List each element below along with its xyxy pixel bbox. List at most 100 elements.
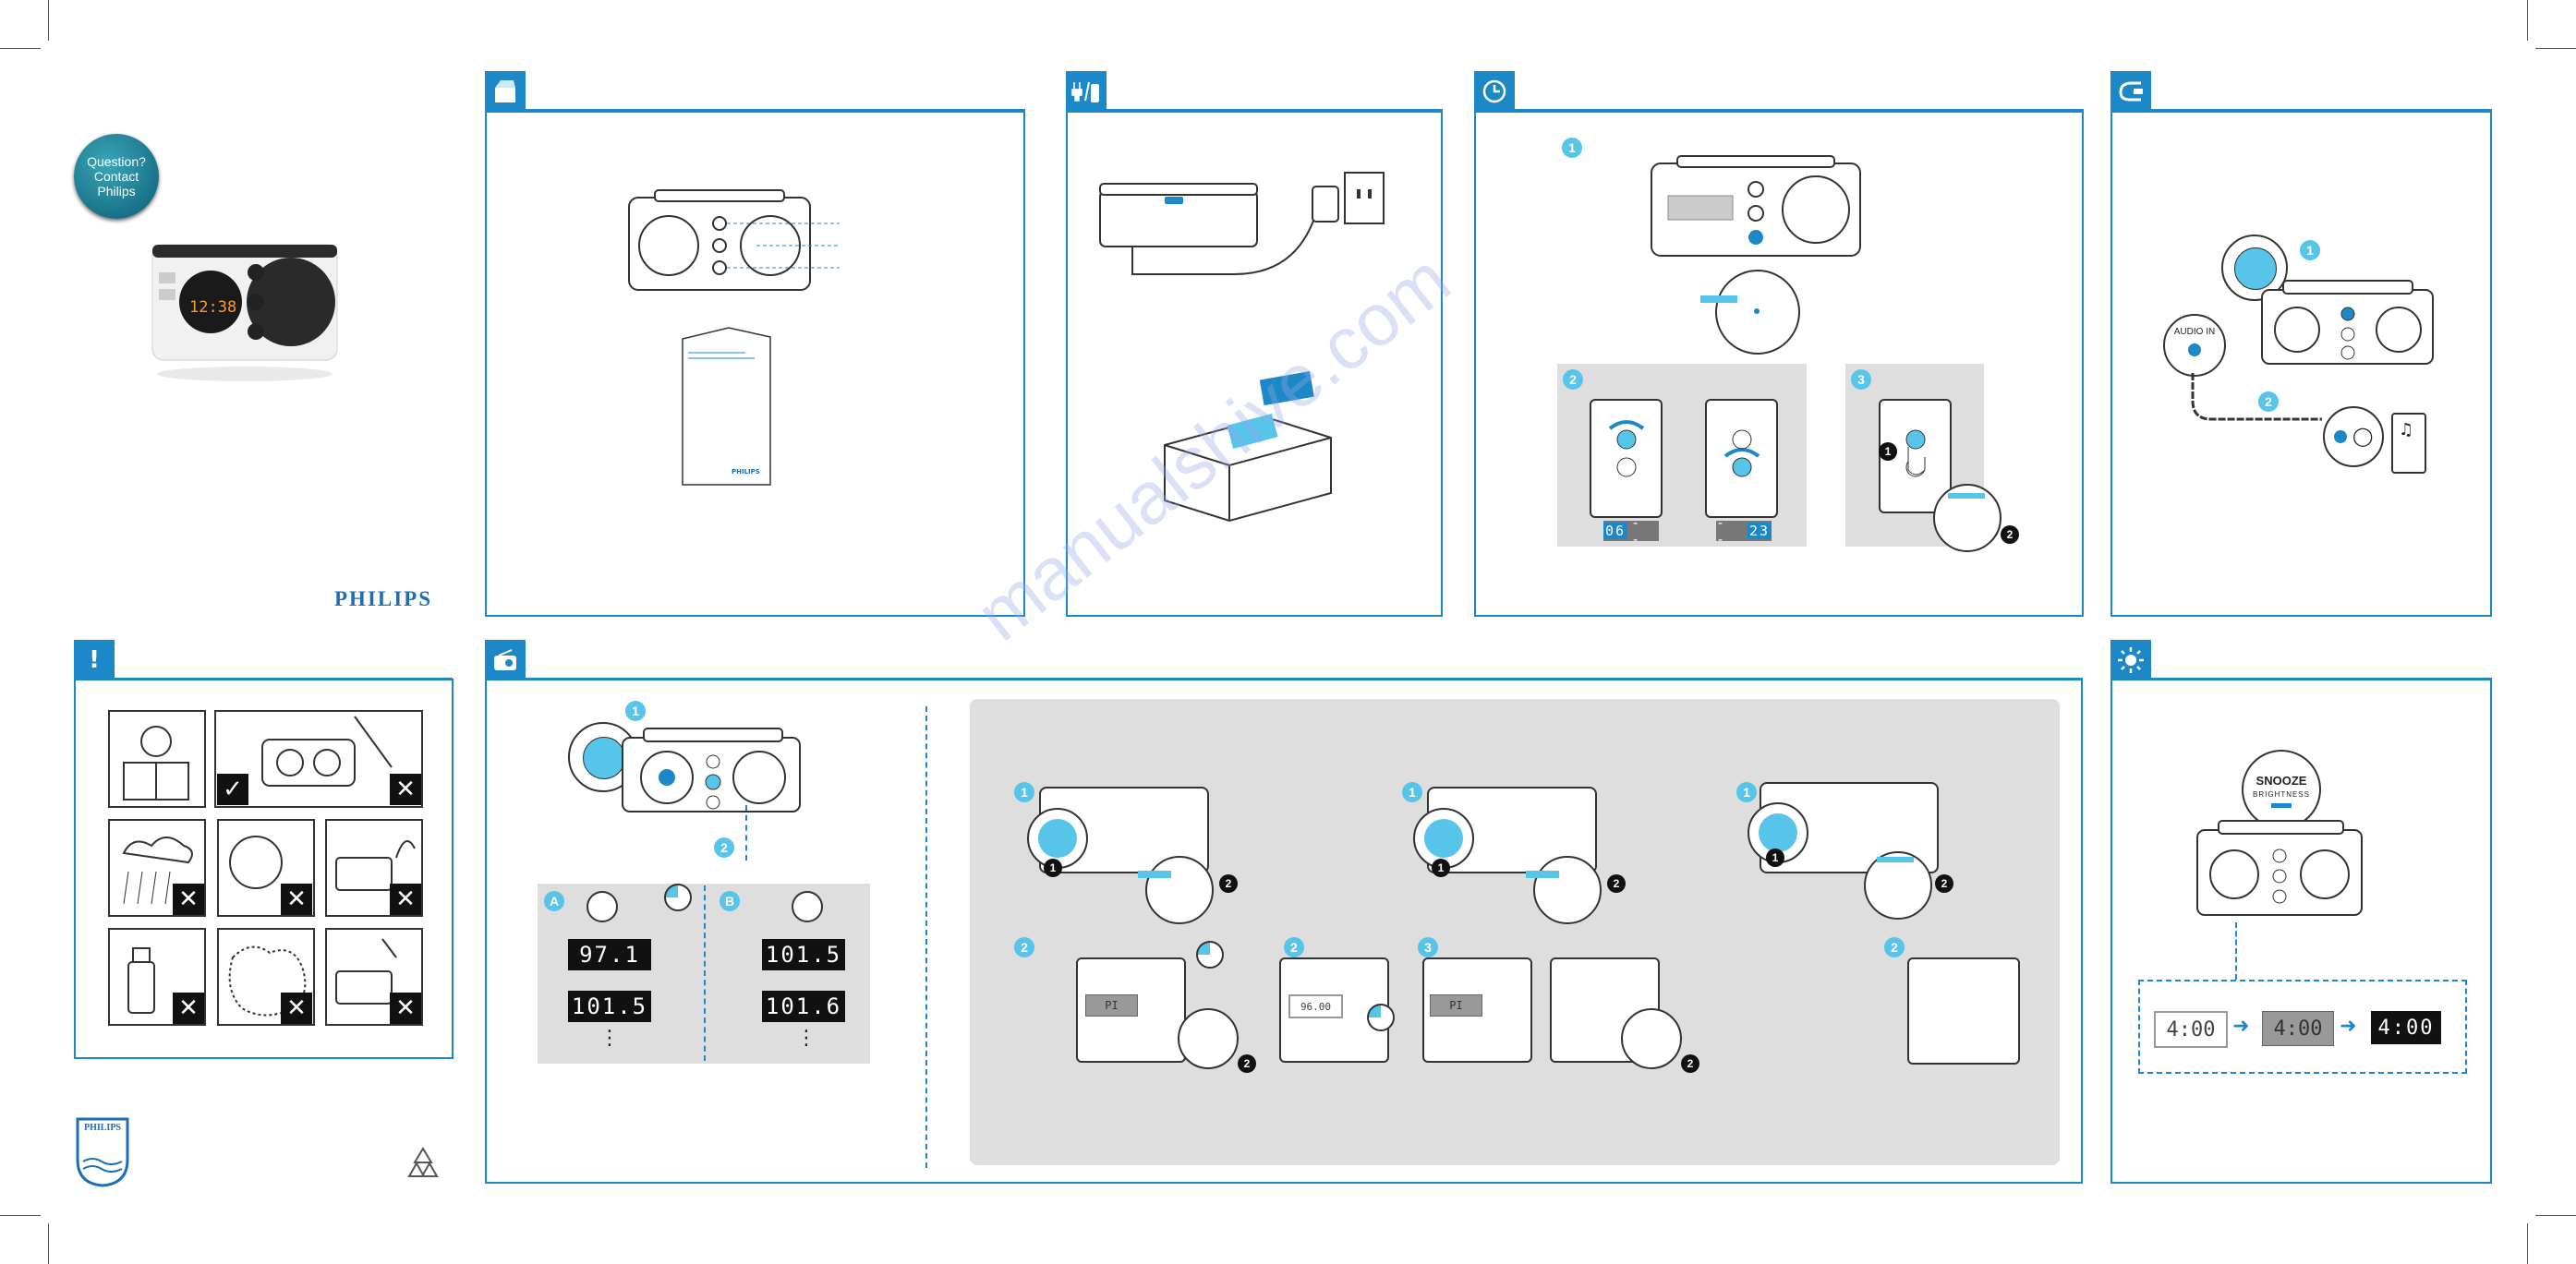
brightness-low-display: 4:00 <box>2371 1011 2441 1044</box>
press-1-badge: 1 <box>1044 859 1062 877</box>
recycle-icon <box>404 1145 442 1184</box>
box-tab-line <box>485 109 1025 112</box>
safety-panel: ✓ ✕ ✕ ✕ ✕ ✕ ✕ ✕ <box>74 679 454 1059</box>
audio-cable-drawing <box>2191 371 2422 445</box>
press-1-badge: 1 <box>1766 849 1784 867</box>
clock-radio-drawing <box>627 188 840 299</box>
step-3-badge: 3 <box>1418 937 1438 957</box>
freq-display-b2: 101.6 <box>762 991 845 1022</box>
preset-area: 1 1 2 2 PI 2 1 1 2 2 96.00 3 PI 2 1 1 2 <box>970 699 2060 1165</box>
brightness-label: BRIGHTNESS <box>2252 790 2310 799</box>
radio-tab-icon <box>485 640 526 680</box>
shield-text: PHILIPS <box>83 1123 121 1133</box>
battery-install-drawing <box>1155 371 1340 556</box>
read-manual-image <box>108 710 206 808</box>
option-b-badge: B <box>720 891 740 911</box>
cross-icon: ✕ <box>173 884 204 915</box>
minute-dashes: - - <box>1716 514 1727 548</box>
knob-zoom-circle <box>1933 484 2002 552</box>
music-note-icon: ♫ <box>2399 420 2414 439</box>
philips-wordmark: PHILIPS <box>334 587 433 610</box>
pi-display: PI <box>1430 994 1482 1017</box>
crop-mark <box>0 48 41 49</box>
freq-display-96: 96.00 <box>1288 994 1343 1018</box>
minute-display: - - 23 <box>1716 514 1772 548</box>
clock-radio-drawing <box>2195 819 2366 921</box>
hour-set-drawing <box>1590 399 1663 518</box>
tuning-divider <box>704 885 707 1061</box>
tuning-dashed-line <box>745 805 749 861</box>
step-2-badge: 2 <box>1284 937 1304 957</box>
button-zoom-circle <box>1413 808 1474 869</box>
contact-badge-line: Philips <box>97 184 136 199</box>
check-mark-icon: ✓ <box>217 774 248 805</box>
timer-icon <box>664 884 692 911</box>
hour-display: 06 - - <box>1603 514 1659 548</box>
freq-display-a1: 97.1 <box>568 939 651 970</box>
press-2-badge: 2 <box>1935 874 1953 893</box>
clock-step-3-box: 3 1 2 <box>1845 364 2019 552</box>
cross-icon: ✕ <box>390 884 421 915</box>
pi-display: PI <box>1085 994 1138 1017</box>
power-tab-line <box>1066 109 1443 112</box>
press-2-badge: 2 <box>1238 1054 1256 1073</box>
option-a-badge: A <box>544 891 564 911</box>
clock-radio-drawing <box>1650 154 1867 265</box>
more-indicator: ⋮ <box>599 1027 620 1050</box>
audio-tab-line <box>2110 109 2492 112</box>
press-2-badge: 2 <box>1219 874 1238 893</box>
leaflet-drawing: PHILIPS <box>681 325 773 487</box>
headphone-zoom-circle: ◯ <box>2323 406 2384 467</box>
crop-mark <box>48 1223 49 1264</box>
crop-mark <box>0 1215 41 1216</box>
power-tab-icon <box>1066 71 1107 112</box>
clock-radio-drawing <box>621 727 805 819</box>
clock-tab-line <box>1474 109 2084 112</box>
step-1-badge: 1 <box>2300 240 2320 260</box>
radio-panel: 1 2 A B 97.1 101.5 ⋮ 101.5 101.6 ⋮ 1 1 2… <box>485 679 2083 1184</box>
box-contents-panel: PHILIPS <box>485 111 1025 617</box>
audio-in-panel: 1 AUDIO IN 2 ◯ ♫ <box>2110 111 2492 617</box>
knob-zoom-circle <box>1178 1008 1239 1069</box>
hour-dashes: - - <box>1631 514 1642 548</box>
freq-display-b1: 101.5 <box>762 939 845 970</box>
step-2-badge: 2 <box>1563 369 1583 390</box>
snooze-label: SNOOZE <box>2256 774 2307 788</box>
freq-display-a2: 101.5 <box>568 991 651 1022</box>
box-tab-icon <box>485 71 526 112</box>
knob-zoom-circle <box>1864 851 1932 920</box>
more-indicator: ⋮ <box>796 1027 816 1050</box>
brightness-high-display: 4:00 <box>2154 1011 2228 1048</box>
audio-in-zoom-circle: AUDIO IN <box>2163 314 2226 377</box>
press-1-badge: 1 <box>1432 859 1450 877</box>
brightness-panel: SNOOZE BRIGHTNESS 4:00 ➜ 4:00 ➜ 4:00 <box>2110 679 2492 1184</box>
clock-step-2-box: 2 06 - - - - 23 <box>1557 364 1807 548</box>
knob-zoom-circle <box>1700 270 1800 355</box>
contact-badge[interactable]: Question? Contact Philips <box>74 134 159 219</box>
safety-tab-icon: ! <box>74 640 115 680</box>
press-2-badge: 2 <box>2001 525 2019 544</box>
step-1-badge: 1 <box>1736 782 1757 802</box>
cross-icon: ✕ <box>281 993 312 1024</box>
press-2-badge: 2 <box>1681 1054 1699 1073</box>
audio-in-label: AUDIO IN <box>2173 327 2216 337</box>
step-1-badge: 1 <box>1402 782 1422 802</box>
tune-knob-icon[interactable] <box>792 891 823 922</box>
clock-radio-drawing <box>2260 279 2436 371</box>
power-panel <box>1066 111 1443 617</box>
music-player-drawing: ♫ <box>2391 413 2426 474</box>
snooze-zoom-circle[interactable]: SNOOZE BRIGHTNESS <box>2242 750 2321 829</box>
hour-value: 06 <box>1603 523 1628 539</box>
cross-icon: ✕ <box>390 774 421 805</box>
step-2-badge: 2 <box>2258 391 2279 412</box>
tune-knob-icon[interactable] <box>587 891 618 922</box>
philips-shield-logo: PHILIPS <box>76 1117 129 1187</box>
step-2-badge: 2 <box>1014 937 1034 957</box>
clock-panel: 1 2 06 - - - - 23 3 1 2 <box>1474 111 2084 617</box>
cross-icon: ✕ <box>281 884 312 915</box>
section-divider <box>925 706 929 1168</box>
leaflet-brand: PHILIPS <box>732 468 760 476</box>
crop-mark <box>2527 0 2528 41</box>
step-3-badge: 3 <box>1851 369 1871 390</box>
timer-icon <box>1367 1004 1395 1031</box>
